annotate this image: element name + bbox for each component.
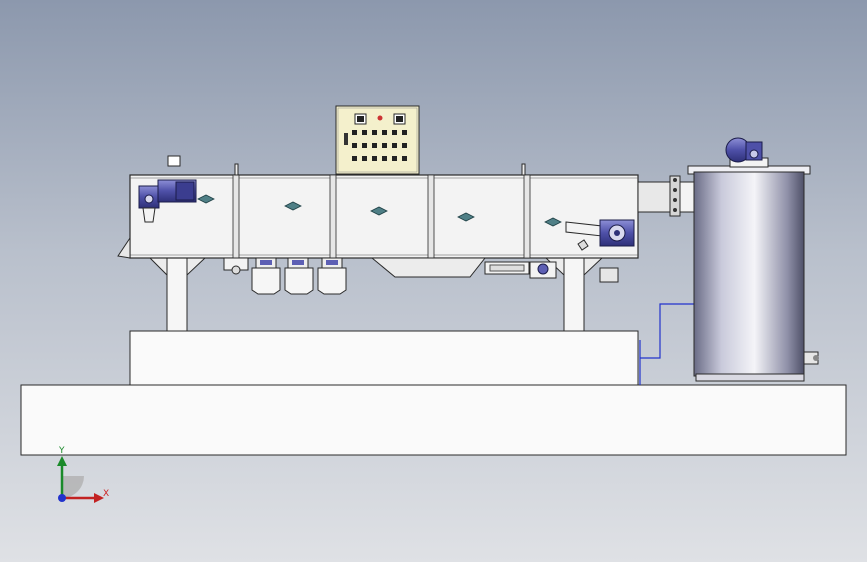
pedestal-block [129,330,639,386]
storage-tank [687,165,819,382]
duct-connector [637,175,697,217]
control-buttons [352,130,407,161]
tank-top-motor [725,137,769,168]
panel-latches [197,194,562,227]
hopper-3 [317,257,347,295]
hopper-2 [284,257,314,295]
base-platform [20,384,847,456]
coordinate-triad: Y X [57,446,109,503]
x-axis-label: X [103,489,109,499]
hopper-1 [251,257,281,295]
right-gearbox [565,219,635,251]
y-axis-label: Y [58,446,65,456]
hoppers [223,257,347,295]
control-panel [335,105,420,175]
panel-dividers [232,174,531,259]
left-drive-motor [117,155,197,259]
top-posts [234,163,526,176]
dryer-body [129,174,639,259]
bottom-chute [370,257,619,283]
